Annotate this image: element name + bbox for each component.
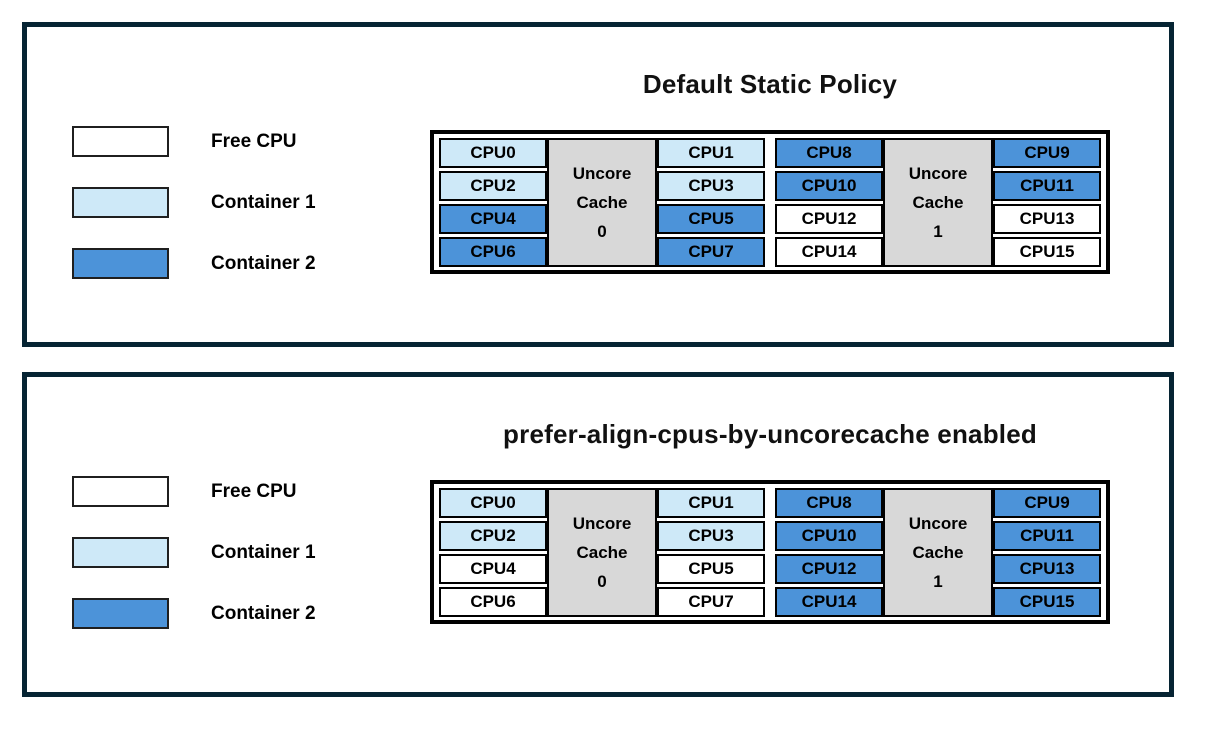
cpu-topology-diagram: CPU0 CPU2 CPU4 CPU6 Uncore Cache 0 CPU1 … [430,480,1110,624]
legend-label: Free CPU [211,130,297,152]
legend-item-container-1: Container 1 [72,537,316,568]
cpu-column-left: CPU8 CPU10 CPU12 CPU14 [775,137,883,267]
uncore-cache-box-1: Uncore Cache 1 [883,487,993,617]
cpu-cell-cpu3: CPU3 [657,170,765,201]
cpu-cell-cpu7: CPU7 [657,586,765,617]
uncore-cache-box-0: Uncore Cache 0 [547,487,657,617]
cpu-topology-diagram: CPU0 CPU2 CPU4 CPU6 Uncore Cache 0 CPU1 … [430,130,1110,274]
cpu-cell-cpu14: CPU14 [775,586,883,617]
cpu-column-right: CPU9 CPU11 CPU13 CPU15 [993,487,1101,617]
legend-swatch-free-cpu [72,126,169,157]
legend-label: Free CPU [211,480,297,502]
legend-swatch-free-cpu [72,476,169,507]
uncore-cache-group-0: CPU0 CPU2 CPU4 CPU6 Uncore Cache 0 CPU1 … [439,487,765,617]
cpu-cell-cpu15: CPU15 [993,586,1101,617]
uncore-cache-label-line: Cache [576,542,628,562]
cpu-cell-cpu10: CPU10 [775,170,883,201]
cpu-cell-cpu13: CPU13 [993,203,1101,234]
cpu-cell-cpu0: CPU0 [439,487,547,518]
cpu-cell-cpu10: CPU10 [775,520,883,551]
cpu-cell-cpu4: CPU4 [439,203,547,234]
cpu-cell-cpu9: CPU9 [993,137,1101,168]
cpu-cell-cpu8: CPU8 [775,137,883,168]
cpu-cell-cpu2: CPU2 [439,170,547,201]
uncore-cache-label-line: Cache [912,192,964,212]
cpu-cell-cpu8: CPU8 [775,487,883,518]
uncore-cache-group-0: CPU0 CPU2 CPU4 CPU6 Uncore Cache 0 CPU1 … [439,137,765,267]
cpu-column-right: CPU1 CPU3 CPU5 CPU7 [657,487,765,617]
uncore-cache-label-line: Uncore [908,163,968,183]
cpu-cell-cpu13: CPU13 [993,553,1101,584]
uncore-cache-group-1: CPU8 CPU10 CPU12 CPU14 Uncore Cache 1 CP… [775,137,1101,267]
policy-panel-default-static: Default Static Policy Free CPU Container… [22,22,1174,347]
cpu-cell-cpu11: CPU11 [993,170,1101,201]
cpu-cell-cpu9: CPU9 [993,487,1101,518]
legend-swatch-container-2 [72,598,169,629]
legend-label: Container 2 [211,252,316,274]
legend-label: Container 1 [211,191,316,213]
cpu-cell-cpu14: CPU14 [775,236,883,267]
cpu-cell-cpu6: CPU6 [439,586,547,617]
legend: Free CPU Container 1 Container 2 [72,476,316,659]
uncore-cache-label-line: 1 [933,571,943,591]
legend-label: Container 2 [211,602,316,624]
legend-swatch-container-1 [72,187,169,218]
cpu-column-left: CPU0 CPU2 CPU4 CPU6 [439,137,547,267]
cpu-column-right: CPU1 CPU3 CPU5 CPU7 [657,137,765,267]
legend: Free CPU Container 1 Container 2 [72,126,316,309]
cpu-cell-cpu6: CPU6 [439,236,547,267]
uncore-cache-box-0: Uncore Cache 0 [547,137,657,267]
policy-panel-uncorecache-enabled: prefer-align-cpus-by-uncorecache enabled… [22,372,1174,697]
cpu-cell-cpu11: CPU11 [993,520,1101,551]
uncore-cache-group-1: CPU8 CPU10 CPU12 CPU14 Uncore Cache 1 CP… [775,487,1101,617]
uncore-cache-label-line: Cache [912,542,964,562]
legend-item-container-2: Container 2 [72,248,316,279]
legend-item-container-1: Container 1 [72,187,316,218]
cpu-cell-cpu5: CPU5 [657,203,765,234]
cpu-column-right: CPU9 CPU11 CPU13 CPU15 [993,137,1101,267]
uncore-cache-label-line: 0 [597,221,607,241]
cpu-cell-cpu2: CPU2 [439,520,547,551]
uncore-cache-label-line: Cache [576,192,628,212]
cpu-cell-cpu5: CPU5 [657,553,765,584]
cpu-cell-cpu12: CPU12 [775,203,883,234]
legend-swatch-container-2 [72,248,169,279]
uncore-cache-box-1: Uncore Cache 1 [883,137,993,267]
legend-item-free-cpu: Free CPU [72,126,316,157]
cpu-column-left: CPU0 CPU2 CPU4 CPU6 [439,487,547,617]
uncore-cache-label-line: Uncore [572,513,632,533]
panel-title: prefer-align-cpus-by-uncorecache enabled [503,419,1037,449]
legend-label: Container 1 [211,541,316,563]
legend-item-container-2: Container 2 [72,598,316,629]
panel-title: Default Static Policy [642,69,898,99]
cpu-cell-cpu1: CPU1 [657,487,765,518]
legend-swatch-container-1 [72,537,169,568]
legend-item-free-cpu: Free CPU [72,476,316,507]
cpu-cell-cpu0: CPU0 [439,137,547,168]
uncore-cache-label-line: 0 [597,571,607,591]
uncore-cache-label-line: Uncore [908,513,968,533]
cpu-cell-cpu3: CPU3 [657,520,765,551]
uncore-cache-label-line: 1 [933,221,943,241]
cpu-cell-cpu4: CPU4 [439,553,547,584]
cpu-cell-cpu15: CPU15 [993,236,1101,267]
cpu-cell-cpu12: CPU12 [775,553,883,584]
uncore-cache-label-line: Uncore [572,163,632,183]
cpu-cell-cpu1: CPU1 [657,137,765,168]
cpu-column-left: CPU8 CPU10 CPU12 CPU14 [775,487,883,617]
cpu-cell-cpu7: CPU7 [657,236,765,267]
